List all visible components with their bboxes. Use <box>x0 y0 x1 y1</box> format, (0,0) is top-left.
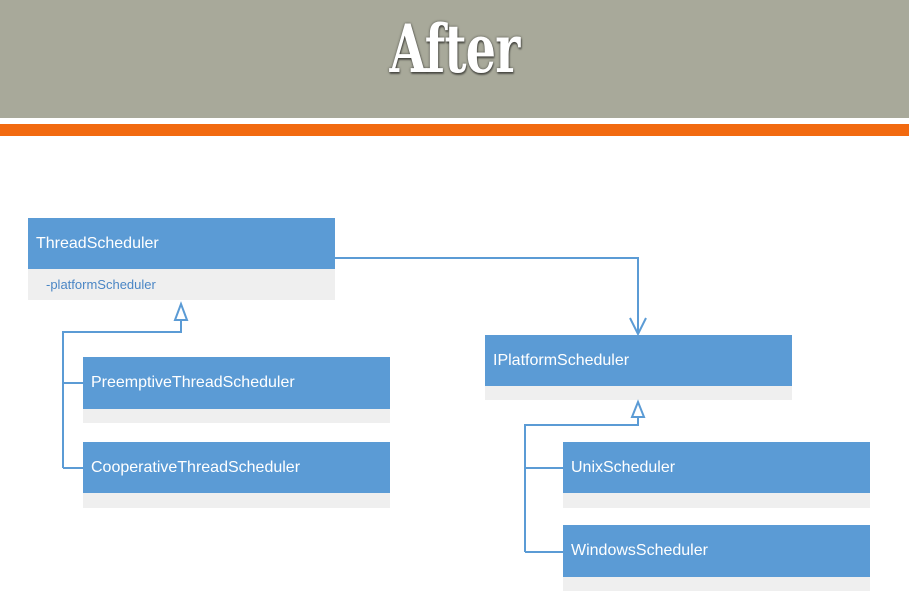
class-name: WindowsScheduler <box>563 525 870 577</box>
inheritance-line-preemptive <box>62 320 182 384</box>
accent-bar <box>0 124 909 136</box>
class-name: IPlatformScheduler <box>485 335 792 386</box>
class-attribute-compartment <box>563 493 870 508</box>
class-name: ThreadScheduler <box>28 218 335 269</box>
class-name: CooperativeThreadScheduler <box>83 442 390 493</box>
slide-header: After <box>0 0 909 118</box>
inheritance-arrowhead-iplatform <box>630 399 646 418</box>
class-attribute-compartment <box>563 577 870 591</box>
slide-title: After <box>389 10 520 88</box>
inheritance-line-unix <box>524 417 639 469</box>
class-cooperative-thread-scheduler: CooperativeThreadScheduler <box>83 442 390 508</box>
class-preemptive-thread-scheduler: PreemptiveThreadScheduler <box>83 357 390 423</box>
class-attribute: -platformScheduler <box>28 269 335 300</box>
header-divider <box>0 118 909 124</box>
class-thread-scheduler: ThreadScheduler -platformScheduler <box>28 218 335 300</box>
class-unix-scheduler: UnixScheduler <box>563 442 870 508</box>
association-arrowhead <box>629 317 647 337</box>
class-name: UnixScheduler <box>563 442 870 493</box>
class-windows-scheduler: WindowsScheduler <box>563 525 870 591</box>
class-name: PreemptiveThreadScheduler <box>83 357 390 409</box>
inheritance-arrowhead-thread-scheduler <box>173 301 189 321</box>
class-attribute-compartment <box>83 409 390 423</box>
association-line <box>335 257 639 334</box>
class-attribute-compartment <box>83 493 390 508</box>
class-attribute-compartment <box>485 386 792 400</box>
class-iplatform-scheduler: IPlatformScheduler <box>485 335 792 400</box>
